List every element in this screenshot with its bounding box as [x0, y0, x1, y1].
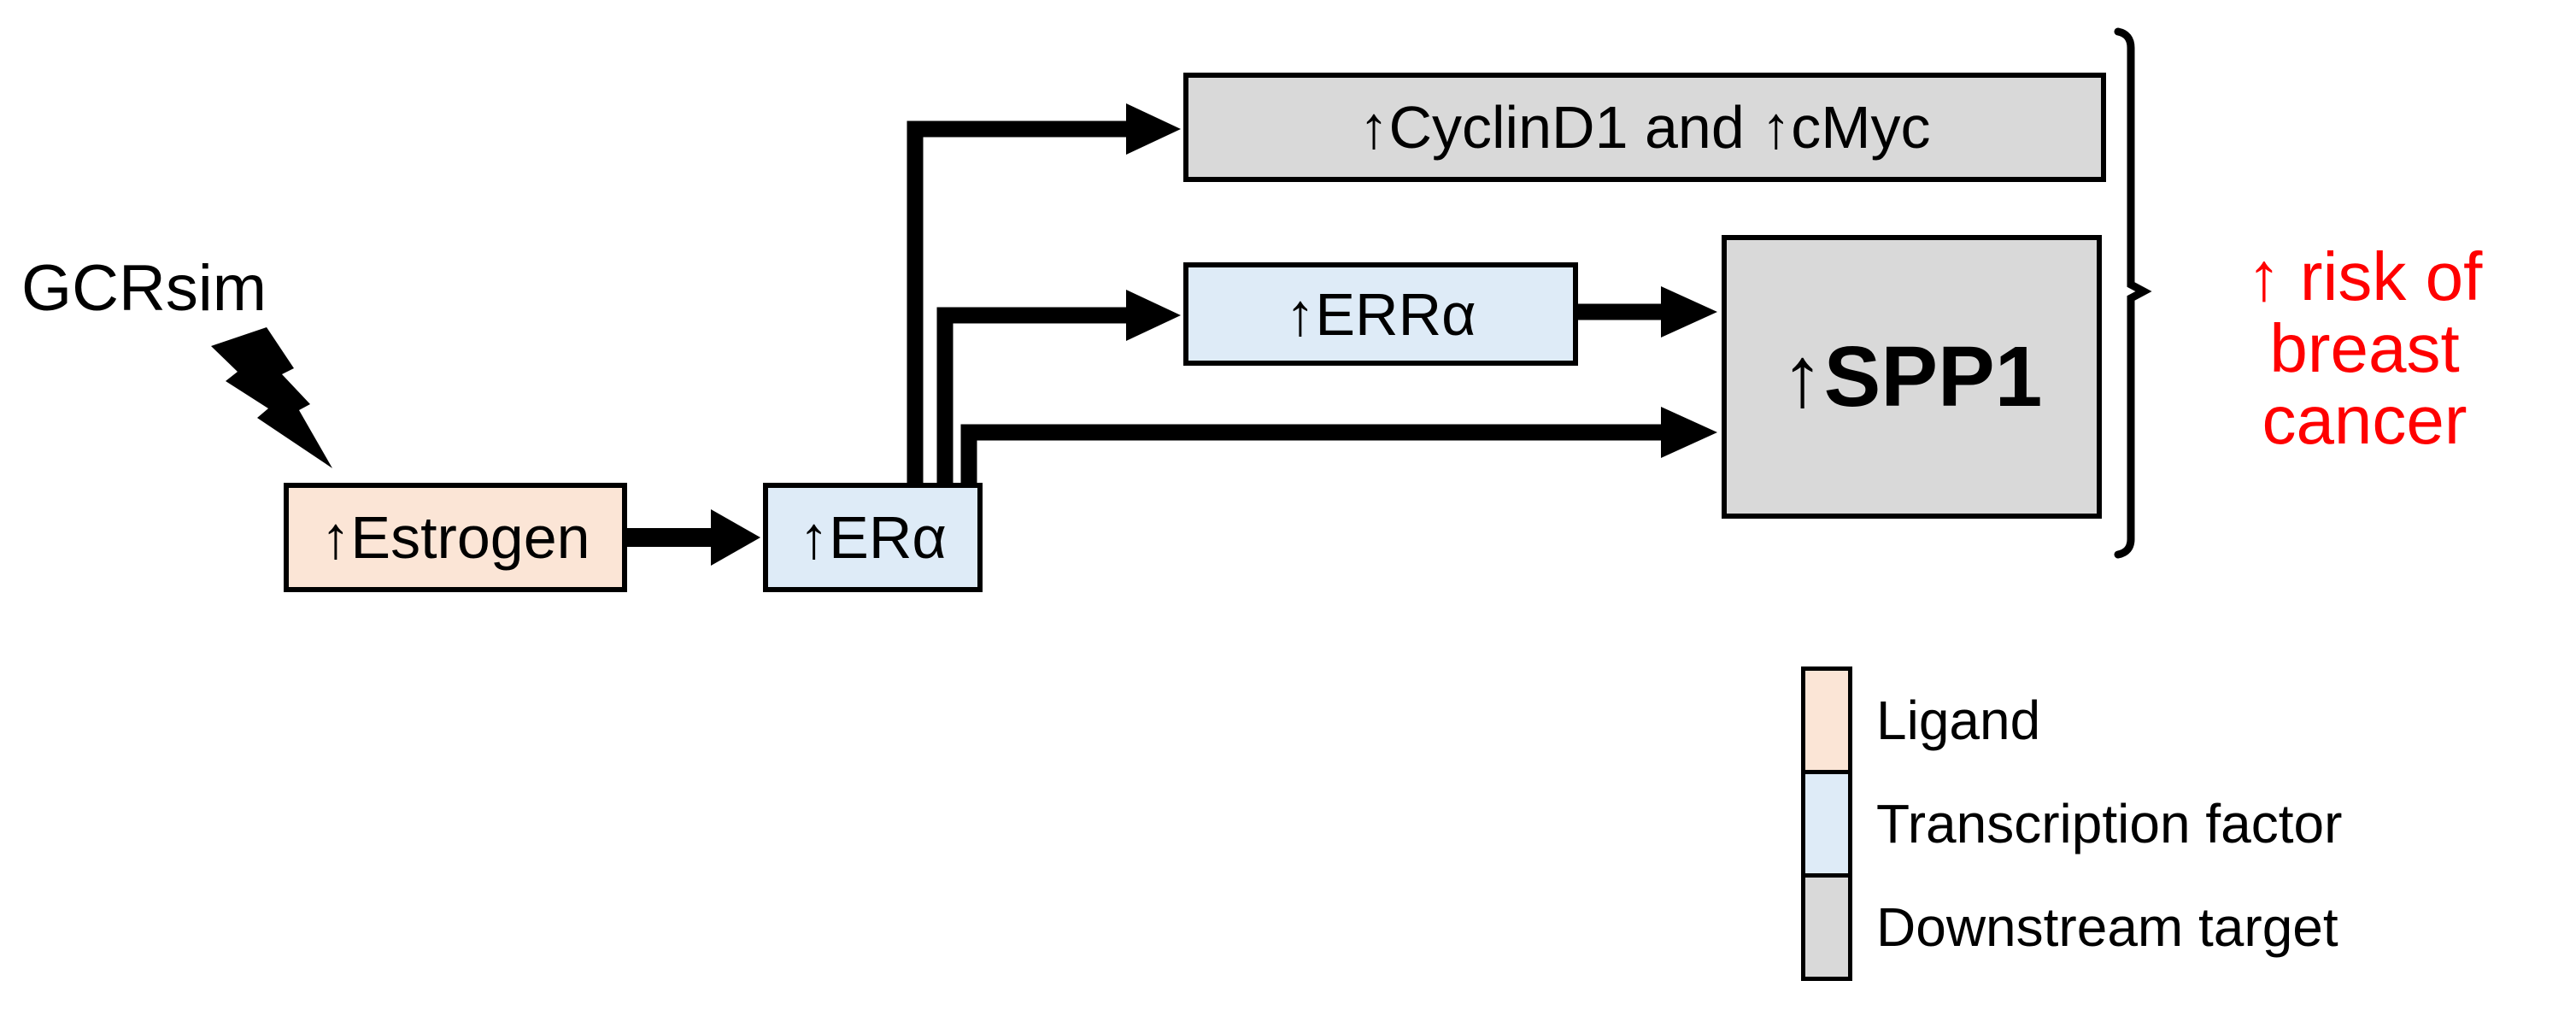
arrow-era-to-cyclin	[907, 103, 1181, 484]
node-era-label: ↑ERα	[799, 504, 947, 571]
outcome-label-line1: ↑ risk of breast	[2246, 238, 2483, 386]
node-erra-label: ↑ERRα	[1285, 280, 1476, 348]
legend-label-transcription-factor: Transcription factor	[1876, 793, 2343, 854]
arrow-era-to-erra	[936, 290, 1181, 484]
legend-item-ligand: Ligand	[1801, 666, 2342, 774]
outcome-label: ↑ risk of breast cancer	[2153, 241, 2576, 456]
legend-label-downstream-target: Downstream target	[1876, 896, 2338, 958]
legend-item-downstream-target: Downstream target	[1801, 873, 2342, 981]
legend-swatch-downstream-target	[1801, 873, 1852, 981]
arrow-estrogen-to-era	[627, 509, 760, 566]
node-estrogen: ↑Estrogen	[284, 483, 627, 592]
legend-item-transcription-factor: Transcription factor	[1801, 770, 2342, 878]
legend-swatch-transcription-factor	[1801, 770, 1852, 878]
node-era: ↑ERα	[763, 483, 983, 592]
legend-label-ligand: Ligand	[1876, 690, 2041, 751]
node-cyclind1-cmyc-label: ↑CyclinD1 and ↑cMyc	[1358, 94, 1931, 161]
node-erra: ↑ERRα	[1183, 262, 1578, 366]
arrow-era-to-spp1	[960, 407, 1717, 484]
node-estrogen-label: ↑Estrogen	[320, 504, 590, 571]
outcome-label-line2: cancer	[2262, 382, 2467, 458]
legend: Ligand Transcription factor Downstream t…	[1801, 666, 2342, 981]
node-spp1: ↑SPP1	[1722, 235, 2102, 519]
lightning-bolt-icon	[211, 327, 332, 468]
node-spp1-label: ↑SPP1	[1781, 328, 2043, 425]
node-cyclind1-cmyc: ↑CyclinD1 and ↑cMyc	[1183, 73, 2106, 182]
arrow-erra-to-spp1	[1578, 286, 1717, 338]
trigger-label: GCRsim	[21, 252, 267, 325]
outcome-bracket	[2114, 27, 2152, 559]
legend-swatch-ligand	[1801, 666, 1852, 774]
